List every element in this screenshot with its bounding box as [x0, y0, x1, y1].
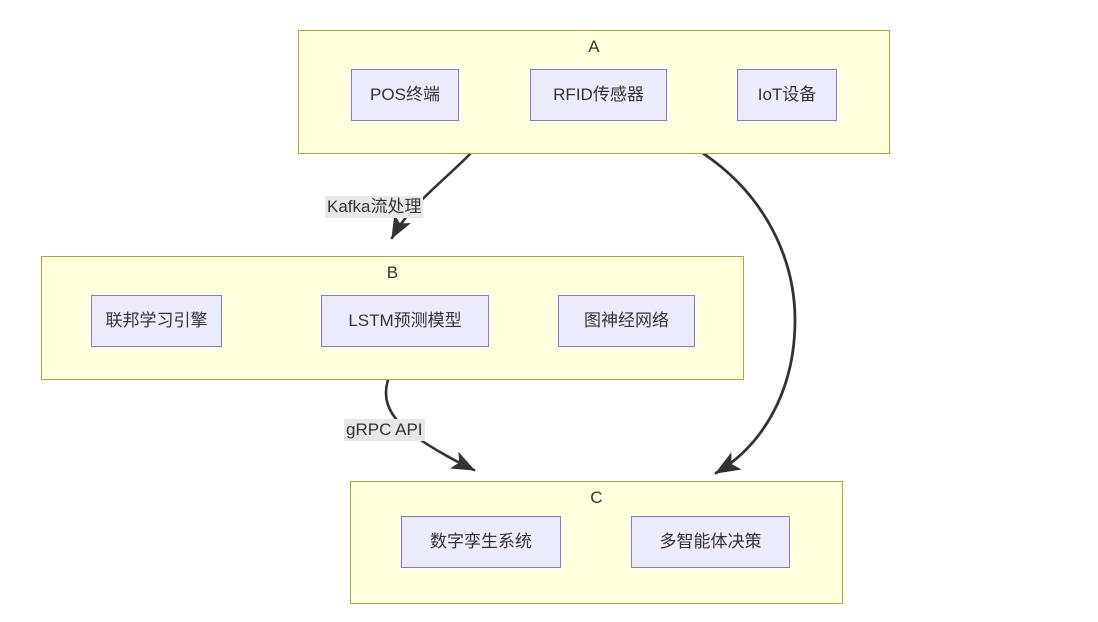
node-multi-agent-decision[interactable]: 多智能体决策 — [631, 516, 790, 568]
edge-label-kafka-streaming: Kafka流处理 — [325, 196, 424, 218]
node-federated-learning-engine[interactable]: 联邦学习引擎 — [91, 295, 222, 347]
cluster-a-title: A — [588, 37, 600, 56]
node-lstm-prediction-model[interactable]: LSTM预测模型 — [321, 295, 489, 347]
node-pos-terminal[interactable]: POS终端 — [351, 69, 459, 121]
cluster-c-title: C — [590, 488, 603, 507]
node-graph-neural-network[interactable]: 图神经网络 — [558, 295, 695, 347]
edge-label-grpc-api: gRPC API — [344, 419, 425, 441]
node-rfid-sensor[interactable]: RFID传感器 — [530, 69, 667, 121]
node-digital-twin-system[interactable]: 数字孪生系统 — [401, 516, 561, 568]
cluster-b-title: B — [386, 263, 399, 282]
node-iot-device[interactable]: IoT设备 — [737, 69, 837, 121]
